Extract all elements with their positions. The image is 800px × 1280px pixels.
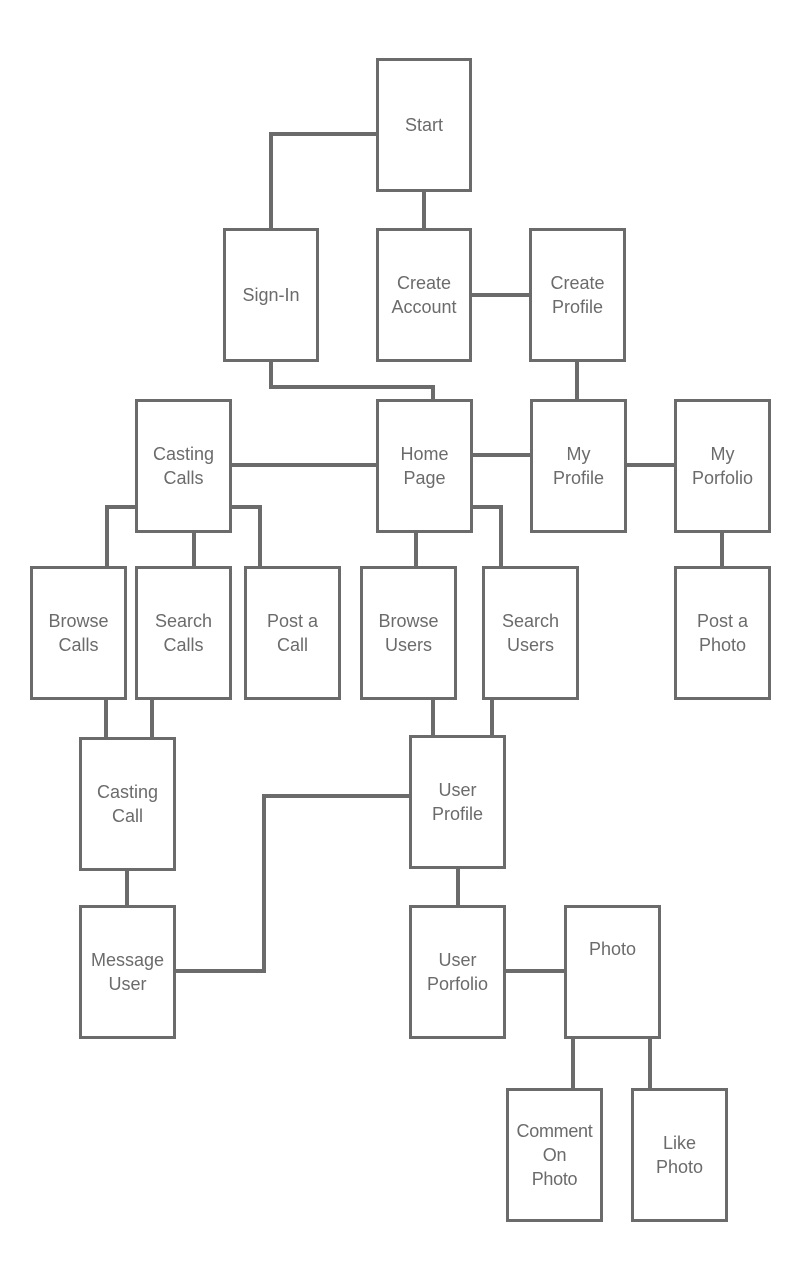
node-post-a-call: Post a Call [244, 566, 341, 700]
node-message-user: Message User [79, 905, 176, 1039]
node-like-photo: Like Photo [631, 1088, 728, 1222]
node-my-portfolio: My Porfolio [674, 399, 771, 533]
node-label: My Porfolio [691, 444, 754, 488]
node-start: Start [376, 58, 472, 192]
connector-signin-home [269, 362, 435, 399]
node-comment-on-photo: Comment On Photo [506, 1088, 603, 1222]
node-label: Casting Calls [152, 444, 215, 488]
node-label: My Profile [552, 444, 605, 488]
node-label: Post a Photo [696, 611, 749, 655]
node-label: Home Page [400, 444, 449, 488]
node-label: User Profile [431, 780, 484, 824]
node-label: Like Photo [655, 1133, 704, 1177]
node-casting-calls: Casting Calls [135, 399, 232, 533]
node-search-users: Search Users [482, 566, 579, 700]
connector-casting-calls-post [232, 505, 262, 566]
node-label: Photo [588, 939, 637, 959]
node-label: Browse Users [378, 611, 439, 655]
node-post-a-photo: Post a Photo [674, 566, 771, 700]
node-label: Comment On Photo [516, 1121, 593, 1189]
node-label: Create Account [391, 273, 457, 317]
node-label: Browse Calls [48, 611, 109, 655]
node-user-portfolio: User Porfolio [409, 905, 506, 1039]
node-label: Start [404, 115, 443, 135]
node-label: Sign-In [242, 285, 300, 305]
node-photo: Photo [564, 905, 661, 1039]
connector-home-search-users [473, 505, 503, 566]
node-label: Post a Call [266, 611, 319, 655]
node-casting-call: Casting Call [79, 737, 176, 871]
connector-casting-calls-browse [105, 505, 135, 566]
node-label: User Porfolio [426, 950, 489, 994]
connector-start-signin [269, 132, 376, 228]
node-browse-users: Browse Users [360, 566, 457, 700]
node-label: Message User [90, 950, 165, 994]
connector-user-profile-message [176, 794, 409, 973]
node-label: Search Users [501, 611, 560, 655]
node-label: Search Calls [154, 611, 213, 655]
node-search-calls: Search Calls [135, 566, 232, 700]
node-label: Create Profile [550, 273, 605, 317]
node-sign-in: Sign-In [223, 228, 319, 362]
node-create-account: Create Account [376, 228, 472, 362]
node-user-profile: User Profile [409, 735, 506, 869]
node-home-page: Home Page [376, 399, 473, 533]
node-create-profile: Create Profile [529, 228, 626, 362]
node-label: Casting Call [96, 782, 159, 826]
node-my-profile: My Profile [530, 399, 627, 533]
node-browse-calls: Browse Calls [30, 566, 127, 700]
